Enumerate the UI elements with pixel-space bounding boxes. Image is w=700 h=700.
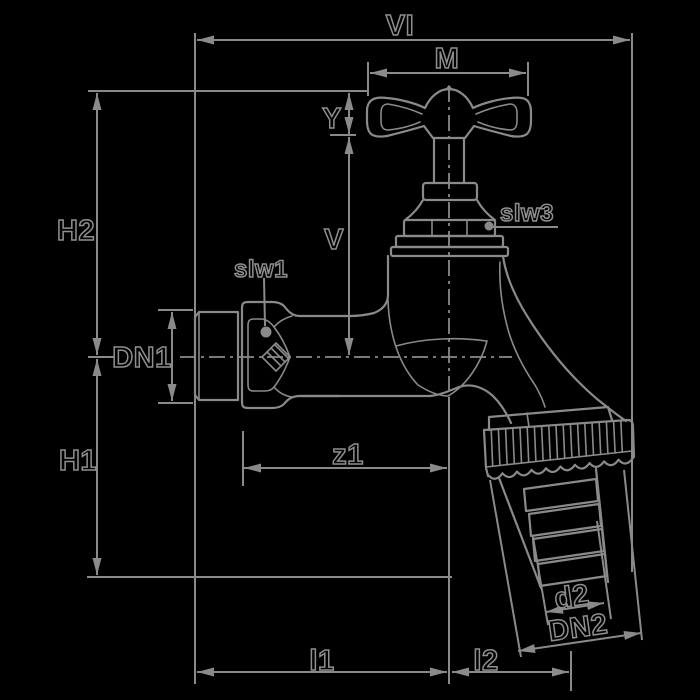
dim-dn1: DN1 [111, 312, 177, 401]
dim-h2: H2 [56, 93, 102, 355]
dim-label-l2: l2 [473, 645, 498, 677]
spindle [403, 136, 497, 222]
dim-vi: VI [197, 9, 630, 45]
dim-label-vi: VI [386, 10, 414, 42]
dim-m: M [370, 42, 526, 78]
nut-knurl-ribs [490, 419, 624, 468]
dim-label-z1: z1 [332, 439, 364, 471]
outlet-collar [487, 405, 614, 432]
callout-slw1: slw1 [233, 255, 288, 338]
callout-label-slw3: slw3 [500, 200, 554, 227]
dim-label-h1: H1 [59, 445, 97, 477]
dim-label-h2: H2 [57, 215, 95, 247]
dim-l1: l1 [197, 644, 447, 678]
callout-slw3: slw3 [484, 199, 558, 231]
spindle-collar [421, 181, 479, 202]
dim-h1: H1 [58, 359, 102, 575]
dim-label-dn1: DN1 [112, 342, 172, 374]
dim-label-m: M [435, 43, 460, 75]
dim-y: Y [321, 93, 354, 136]
nut-scalloped-edge [486, 456, 635, 480]
centerlines [180, 86, 512, 397]
dim-label-v: V [324, 224, 344, 256]
dim-d2: d2 [545, 578, 605, 616]
dim-z1: z1 [244, 438, 447, 473]
dim-l2: l2 [452, 644, 569, 678]
slw3-marker-dot [484, 221, 494, 231]
dim-label-l1: l1 [309, 645, 334, 677]
dim-label-d2: d2 [552, 579, 591, 616]
extension-lines [87, 33, 643, 691]
slw1-marker-dot [260, 326, 272, 338]
hose-barb-tail [497, 467, 610, 590]
dim-label-y: Y [322, 103, 342, 135]
callout-label-slw1: slw1 [234, 256, 288, 283]
dim-v: V [323, 137, 354, 355]
